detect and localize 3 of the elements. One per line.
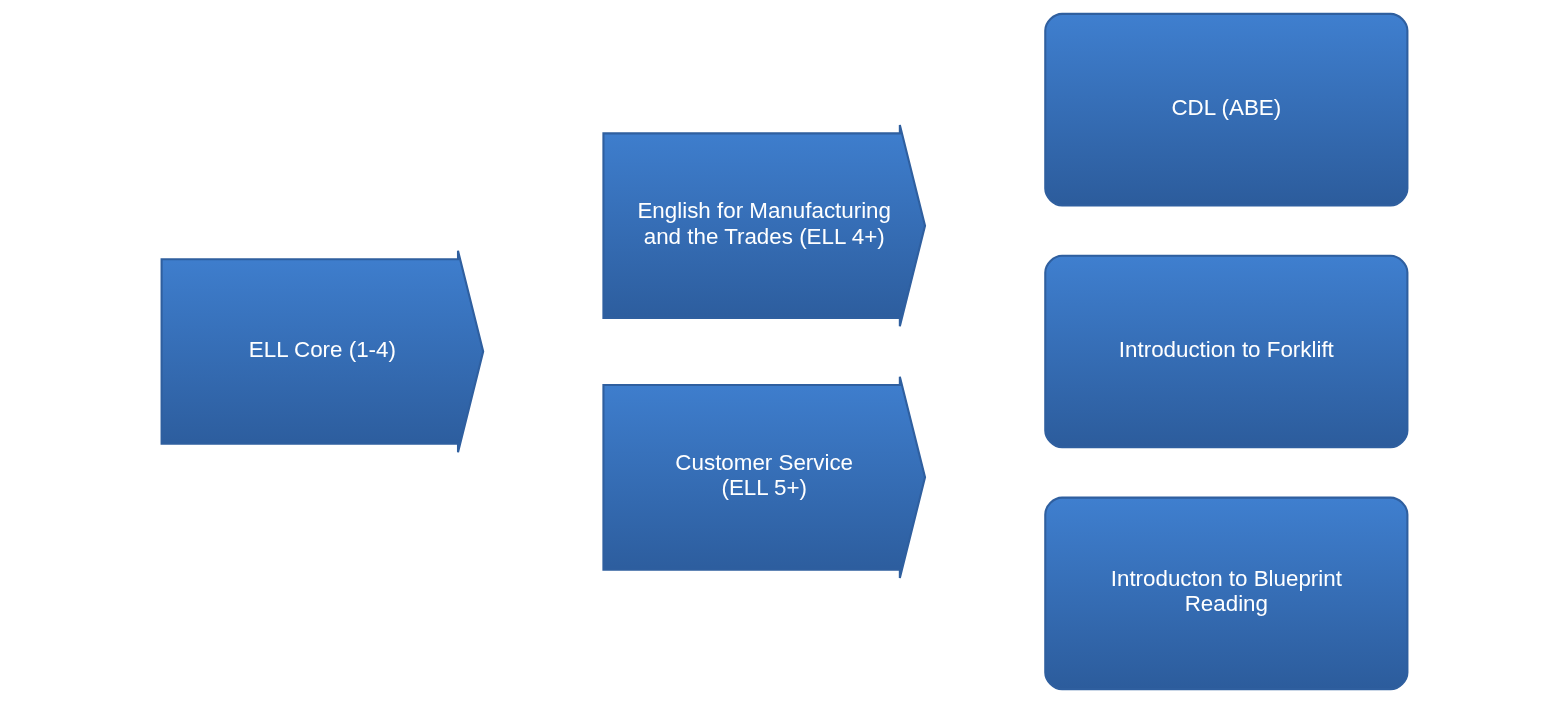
node-box: Introducton to Blueprint Reading — [1043, 496, 1408, 691]
node-box: Introduction to Forklift — [1043, 254, 1408, 449]
node-box: CDL (ABE) — [1043, 12, 1408, 207]
